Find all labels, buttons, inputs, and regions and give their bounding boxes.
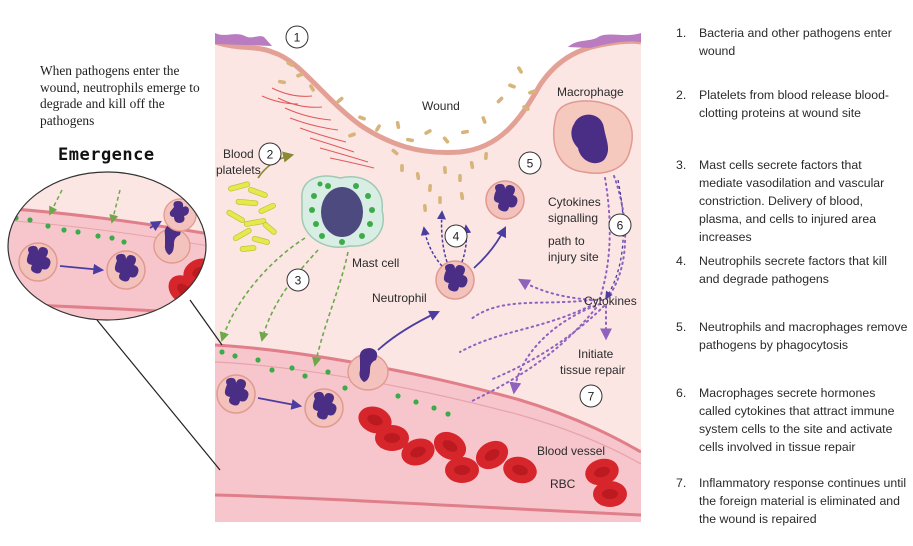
mast-cell-icon	[301, 175, 384, 248]
neutrophil-cell-icon	[304, 388, 344, 428]
label-cytokines-path-2: signalling	[548, 211, 598, 225]
step-number: 4.	[676, 254, 687, 268]
svg-text:6: 6	[617, 219, 624, 233]
label-macrophage: Macrophage	[557, 85, 624, 99]
emergence-label: Emergence	[58, 145, 155, 165]
label-blood-platelets-line2: platelets	[216, 163, 261, 177]
step-text: Macrophages secrete hormones called cyto…	[699, 386, 895, 454]
step-number: 2.	[676, 88, 687, 102]
step-number: 6.	[676, 386, 687, 400]
step-item-4: 4. Neutrophils secrete factors that kill …	[676, 252, 908, 288]
macrophage-cell-icon	[552, 100, 633, 174]
label-rbc: RBC	[550, 477, 576, 491]
label-blood-vessel: Blood vessel	[537, 444, 605, 458]
step-item-1: 1. Bacteria and other pathogens enter wou…	[676, 24, 908, 60]
svg-text:3: 3	[295, 274, 302, 288]
clot-proteins	[261, 87, 375, 169]
step-number: 3.	[676, 158, 687, 172]
label-cytokines-path-3: path to	[548, 234, 585, 248]
label-blood-platelets-line1: Blood	[223, 147, 254, 161]
neutrophil-cell-icon	[216, 374, 256, 414]
cytokine-signals	[459, 175, 627, 403]
label-initiate-1: Initiate	[578, 347, 614, 361]
svg-text:4: 4	[453, 230, 460, 244]
label-initiate-2: tissue repair	[560, 363, 625, 377]
svg-text:1: 1	[294, 31, 301, 45]
label-wound: Wound	[422, 99, 460, 113]
neutrophil-cell-icon	[435, 260, 475, 300]
step-marker-2: 2	[258, 142, 282, 166]
label-neutrophil: Neutrophil	[372, 291, 427, 305]
neutrophil-cell-icon	[485, 180, 525, 220]
step-item-6: 6. Macrophages secrete hormones called cy…	[676, 384, 908, 456]
skin-wound-surface	[215, 28, 641, 153]
step-marker-3: 3	[286, 268, 310, 292]
step-number: 1.	[676, 26, 687, 40]
label-cytokines: Cytokines	[584, 294, 637, 308]
bacteria-icon	[278, 61, 536, 212]
label-mast-cell: Mast cell	[352, 256, 399, 270]
step-marker-5: 5	[518, 151, 542, 175]
step-text: Platelets from blood release blood-clott…	[699, 88, 890, 120]
step-item-5: 5. Neutrophils and macrophages remove pat…	[676, 318, 908, 354]
step-number: 7.	[676, 476, 687, 490]
svg-text:7: 7	[588, 390, 595, 404]
step-marker-1: 1	[285, 25, 309, 49]
label-cytokines-path-4: injury site	[548, 250, 599, 264]
svg-text:5: 5	[527, 157, 534, 171]
step-marker-4: 4	[444, 224, 468, 248]
step-markers: 1 2 3 4 5 6 7	[258, 25, 632, 408]
step-text: Inflammatory response continues until th…	[699, 476, 907, 526]
intro-text: When pathogens enter the wound, neutroph…	[40, 63, 200, 128]
step-item-2: 2. Platelets from blood release blood-clo…	[676, 86, 908, 122]
step-text: Neutrophils and macrophages remove patho…	[699, 320, 908, 352]
label-cytokines-path-1: Cytokines	[548, 195, 601, 209]
step-item-7: 7. Inflammatory response continues until …	[676, 474, 908, 528]
platelet-icon	[226, 181, 277, 252]
step-text: Mast cells secrete factors that mediate …	[699, 158, 885, 244]
step-marker-6: 6	[608, 213, 632, 237]
svg-text:2: 2	[267, 148, 274, 162]
step-item-3: 3. Mast cells secrete factors that mediat…	[676, 156, 908, 246]
step-text: Neutrophils secrete factors that kill an…	[699, 254, 887, 286]
emergence-zoom-inset	[7, 171, 207, 321]
mast-cell-signals	[219, 237, 349, 367]
step-marker-7: 7	[579, 384, 603, 408]
step-text: Bacteria and other pathogens enter wound	[699, 26, 892, 58]
step-number: 5.	[676, 320, 687, 334]
emerging-neutrophil-icon	[347, 348, 389, 391]
